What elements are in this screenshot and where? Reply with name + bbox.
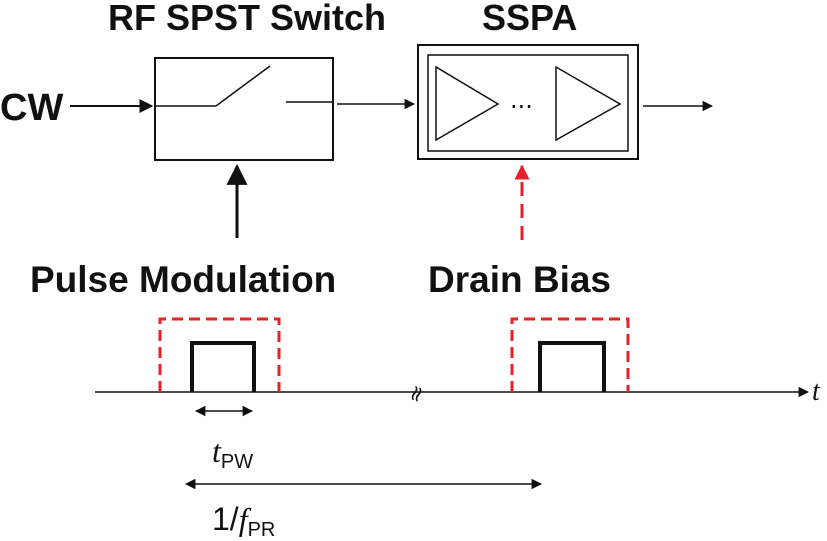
time-axis-label: t [812, 376, 821, 407]
amplifier-icon [555, 65, 622, 142]
pulse-modulation-label: Pulse Modulation [30, 259, 336, 300]
axis-break-mark: ≈ [402, 381, 432, 407]
drain-bias-label: Drain Bias [428, 259, 611, 300]
rf-switch-block [154, 57, 334, 161]
input-label: CW [0, 87, 63, 129]
rf-pulse-1 [190, 341, 256, 392]
rf-pulse-2 [538, 341, 606, 392]
period-label: 1/fPR [212, 501, 275, 541]
pulse-width-label: tPW [212, 433, 253, 473]
bias-window-2 [510, 317, 630, 392]
amplifier-icon [435, 65, 500, 142]
switch-title: RF SPST Switch [108, 0, 386, 38]
ellipsis: ··· [510, 93, 533, 121]
bias-window-1 [158, 317, 281, 392]
sspa-block: ··· [417, 44, 639, 160]
switch-blade [215, 65, 271, 107]
amp-title: SSPA [482, 0, 577, 38]
